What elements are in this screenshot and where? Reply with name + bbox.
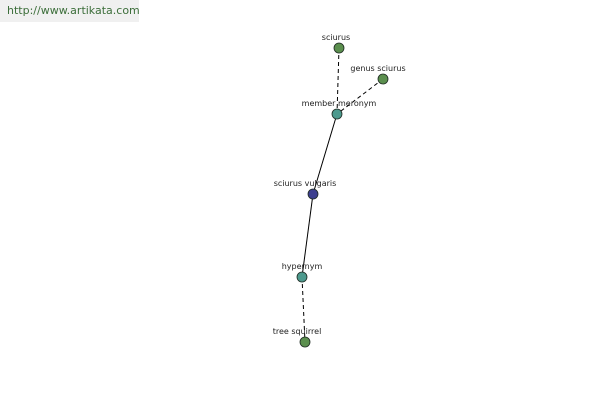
node-label-tree-squirrel: tree squirrel: [273, 327, 322, 336]
node-label-sciurus-vulgaris: sciurus vulgaris: [274, 179, 337, 188]
node-label-member-meronym: member meronym: [302, 99, 377, 108]
node-tree-squirrel[interactable]: tree squirrel: [273, 327, 322, 348]
node-sciurus-vulgaris[interactable]: sciurus vulgaris: [274, 179, 337, 200]
node-dot-sciurus-vulgaris[interactable]: [307, 188, 319, 200]
node-dot-tree-squirrel[interactable]: [299, 336, 311, 348]
edge-genus-sciurus-to-member-meronym: [336, 78, 384, 115]
edge-member-meronym-to-sciurus-vulgaris: [312, 113, 338, 195]
node-dot-hypernym[interactable]: [296, 271, 308, 283]
node-label-hypernym: hypernym: [282, 262, 323, 271]
node-member-meronym[interactable]: member meronym: [302, 99, 377, 120]
edge-sciurus-vulgaris-to-hypernym: [301, 193, 314, 278]
source-url-banner[interactable]: http://www.artikata.com: [0, 0, 140, 22]
node-label-sciurus: sciurus: [322, 33, 350, 42]
edges-layer: [301, 47, 384, 343]
node-hypernym[interactable]: hypernym: [282, 262, 323, 283]
node-sciurus[interactable]: sciurus: [322, 33, 350, 54]
node-label-genus-sciurus: genus sciurus: [350, 64, 405, 73]
edge-hypernym-to-tree-squirrel: [301, 276, 306, 343]
node-genus-sciurus[interactable]: genus sciurus: [350, 64, 406, 85]
node-dot-genus-sciurus[interactable]: [377, 73, 389, 85]
node-dot-member-meronym[interactable]: [331, 108, 343, 120]
nodes-layer: sciurus genus sciurus member meronym sciuru…: [273, 33, 406, 348]
node-dot-sciurus[interactable]: [333, 42, 345, 54]
